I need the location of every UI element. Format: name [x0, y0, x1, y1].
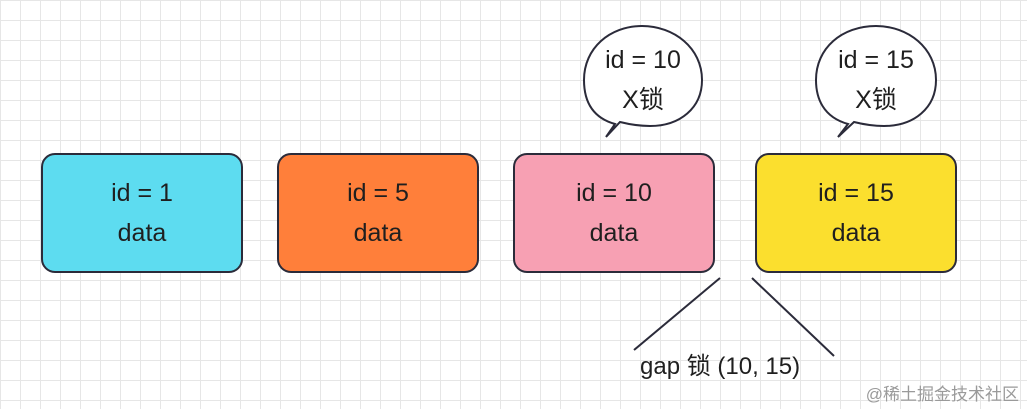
record-data-label: data — [831, 219, 881, 247]
record-data-label: data — [589, 219, 639, 247]
record-id-label: id = 1 — [111, 179, 173, 207]
gap-lock-label: gap 锁 (10, 15) — [640, 353, 801, 380]
record-id-1: id = 1 data — [41, 153, 243, 273]
record-id-label: id = 15 — [818, 179, 894, 207]
record-id-label: id = 10 — [576, 179, 652, 207]
lock-bubble-text-id-15: id = 15 X锁 — [816, 40, 936, 120]
record-id-label: id = 5 — [347, 179, 409, 207]
gap-pointer-right — [751, 277, 835, 357]
lock-bubble-text-id-10: id = 10 X锁 — [583, 40, 703, 120]
watermark: @稀土掘金技术社区 — [865, 385, 1019, 404]
record-id-5: id = 5 data — [277, 153, 479, 273]
gap-pointer-left — [633, 277, 721, 351]
record-data-label: data — [117, 219, 167, 247]
lock-type-label: X锁 — [622, 86, 664, 114]
record-data-label: data — [353, 219, 403, 247]
lock-bubble-id-15 — [814, 24, 938, 138]
record-id-15: id = 15 data — [755, 153, 957, 273]
record-id-10: id = 10 data — [513, 153, 715, 273]
lock-type-label: X锁 — [855, 86, 897, 114]
lock-id-label: id = 15 — [838, 46, 914, 74]
lock-bubble-id-10 — [582, 24, 704, 138]
lock-id-label: id = 10 — [605, 46, 681, 74]
